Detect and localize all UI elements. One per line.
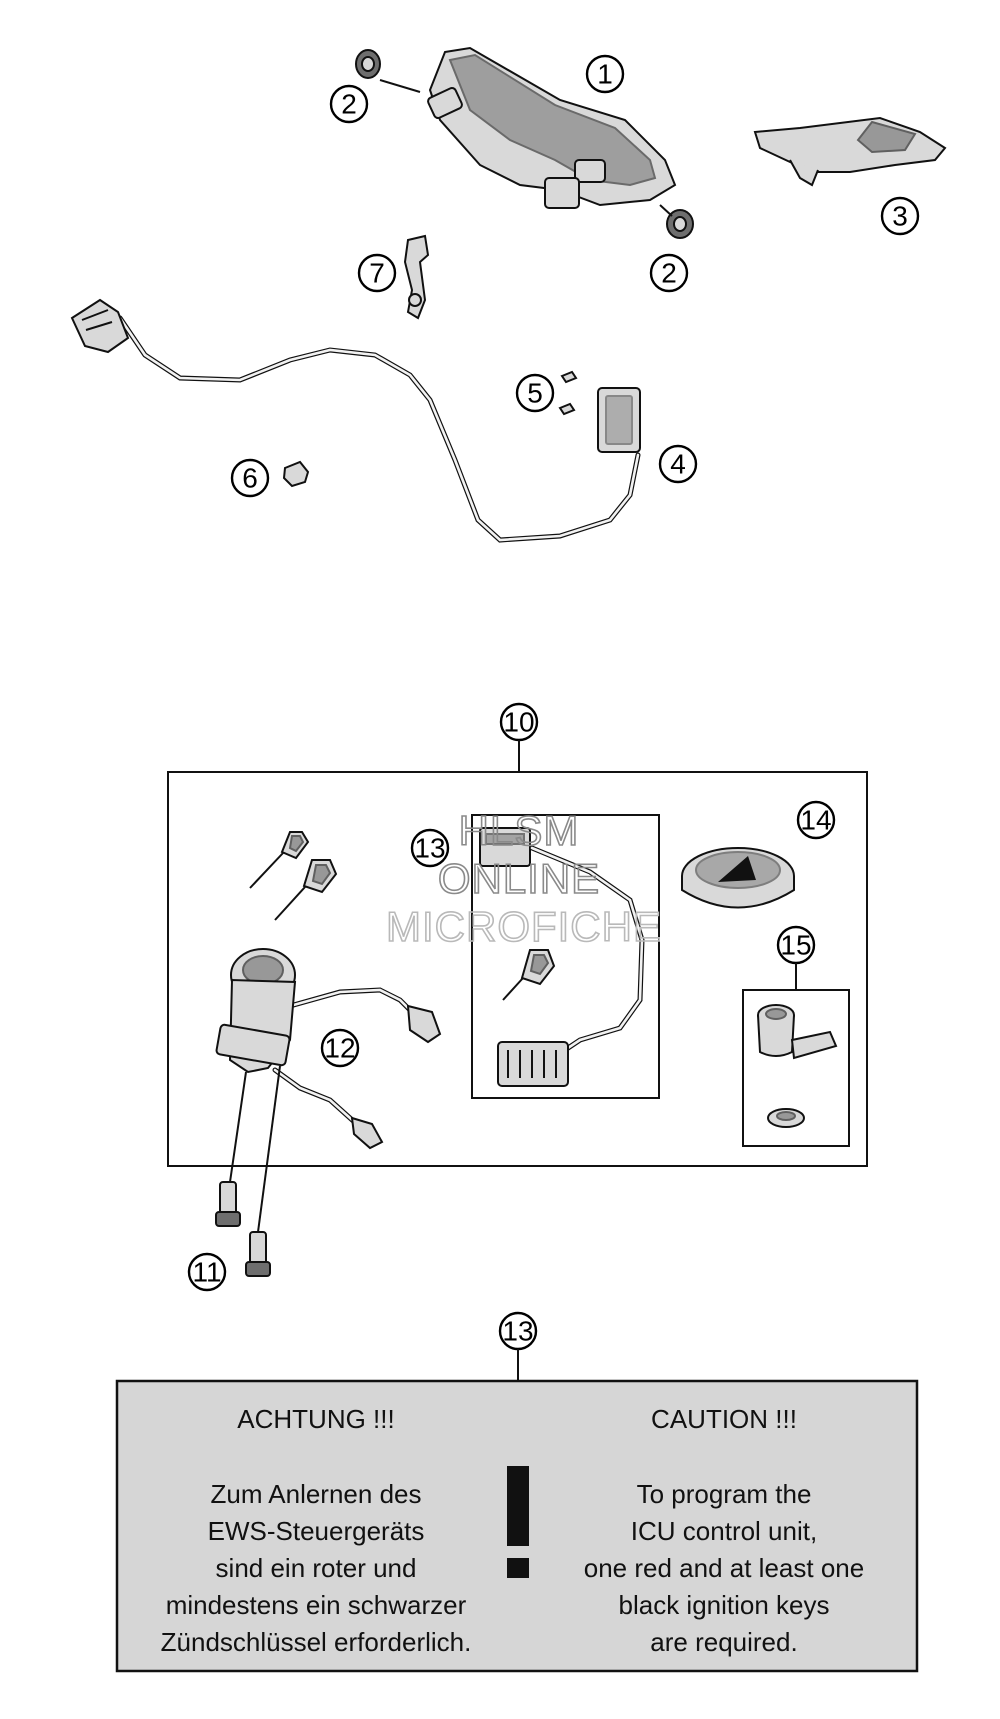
svg-text:12: 12 xyxy=(324,1033,355,1064)
svg-text:MICROFICHE: MICROFICHE xyxy=(386,903,662,950)
ignition-keys xyxy=(249,831,338,921)
svg-text:Zündschlüssel erforderlich.: Zündschlüssel erforderlich. xyxy=(161,1627,472,1657)
svg-text:14: 14 xyxy=(800,805,831,836)
callout-12: 12 xyxy=(320,1028,360,1068)
svg-text:ONLINE: ONLINE xyxy=(438,855,600,902)
part-4-sensor-cable xyxy=(70,298,641,543)
part-14-fuel-cap xyxy=(681,847,795,909)
part-3-cover xyxy=(753,116,947,187)
callout-4: 4 xyxy=(658,444,698,484)
callout-10: 10 xyxy=(499,702,539,772)
svg-text:HLSM: HLSM xyxy=(459,807,580,854)
svg-text:2: 2 xyxy=(341,89,357,120)
part-11-bolts xyxy=(215,1181,271,1277)
kit-10-frame xyxy=(167,771,868,1167)
svg-text:13: 13 xyxy=(502,1316,533,1347)
part-6-clip xyxy=(282,460,310,488)
callout-5: 5 xyxy=(515,373,555,413)
svg-text:13: 13 xyxy=(414,833,445,864)
caution-english: CAUTION !!! To program the ICU control u… xyxy=(584,1404,864,1657)
part-2-nut-bottom xyxy=(659,204,694,239)
svg-text:To program the: To program the xyxy=(637,1479,812,1509)
callout-2-top: 2 xyxy=(329,84,369,124)
part-2-nut-top xyxy=(355,49,381,79)
svg-text:1: 1 xyxy=(597,59,613,90)
callout-6: 6 xyxy=(230,458,270,498)
caution-german: ACHTUNG !!! Zum Anlernen des EWS-Steuerg… xyxy=(161,1404,472,1657)
svg-text:ICU control unit,: ICU control unit, xyxy=(631,1516,817,1546)
callout-1: 1 xyxy=(585,54,625,94)
svg-text:EWS-Steuergeräts: EWS-Steuergeräts xyxy=(208,1516,425,1546)
svg-text:Zum Anlernen des: Zum Anlernen des xyxy=(210,1479,421,1509)
callout-14: 14 xyxy=(796,800,836,840)
callout-11: 11 xyxy=(187,1252,227,1292)
kit-15-frame xyxy=(742,989,850,1147)
watermark: HLSM ONLINE MICROFICHE xyxy=(385,806,662,951)
part-12-ignition-lock xyxy=(215,948,442,1233)
svg-text:ACHTUNG !!!: ACHTUNG !!! xyxy=(237,1404,394,1434)
exclamation-icon xyxy=(507,1466,529,1578)
svg-text:sind ein roter und: sind ein roter und xyxy=(216,1553,417,1583)
svg-text:mindestens ein schwarzer: mindestens ein schwarzer xyxy=(166,1590,467,1620)
svg-text:CAUTION !!!: CAUTION !!! xyxy=(651,1404,797,1434)
part-13-key-module xyxy=(479,827,645,1087)
part-5-screws xyxy=(558,370,578,416)
part-1-instrument-cluster xyxy=(379,46,677,209)
callout-7: 7 xyxy=(357,253,397,293)
svg-text:black ignition keys: black ignition keys xyxy=(619,1590,830,1620)
callout-3: 3 xyxy=(880,196,920,236)
callout-2-bottom: 2 xyxy=(649,253,689,293)
callout-13-kit: 13 xyxy=(410,828,450,868)
kit-13-frame xyxy=(471,814,660,1099)
part-7-bracket xyxy=(403,234,430,320)
part-15-lock-cylinder xyxy=(757,1004,838,1128)
svg-text:15: 15 xyxy=(780,930,811,961)
svg-text:4: 4 xyxy=(670,449,686,480)
svg-text:6: 6 xyxy=(242,463,258,494)
svg-text:11: 11 xyxy=(192,1257,221,1288)
callout-13-caution: 13 xyxy=(498,1311,538,1381)
svg-text:are required.: are required. xyxy=(650,1627,797,1657)
svg-text:3: 3 xyxy=(892,201,908,232)
svg-text:2: 2 xyxy=(661,258,677,289)
svg-text:one red and at least one: one red and at least one xyxy=(584,1553,864,1583)
callout-15: 15 xyxy=(776,925,816,990)
svg-text:10: 10 xyxy=(503,707,534,738)
svg-text:7: 7 xyxy=(369,258,385,289)
svg-text:5: 5 xyxy=(527,378,543,409)
